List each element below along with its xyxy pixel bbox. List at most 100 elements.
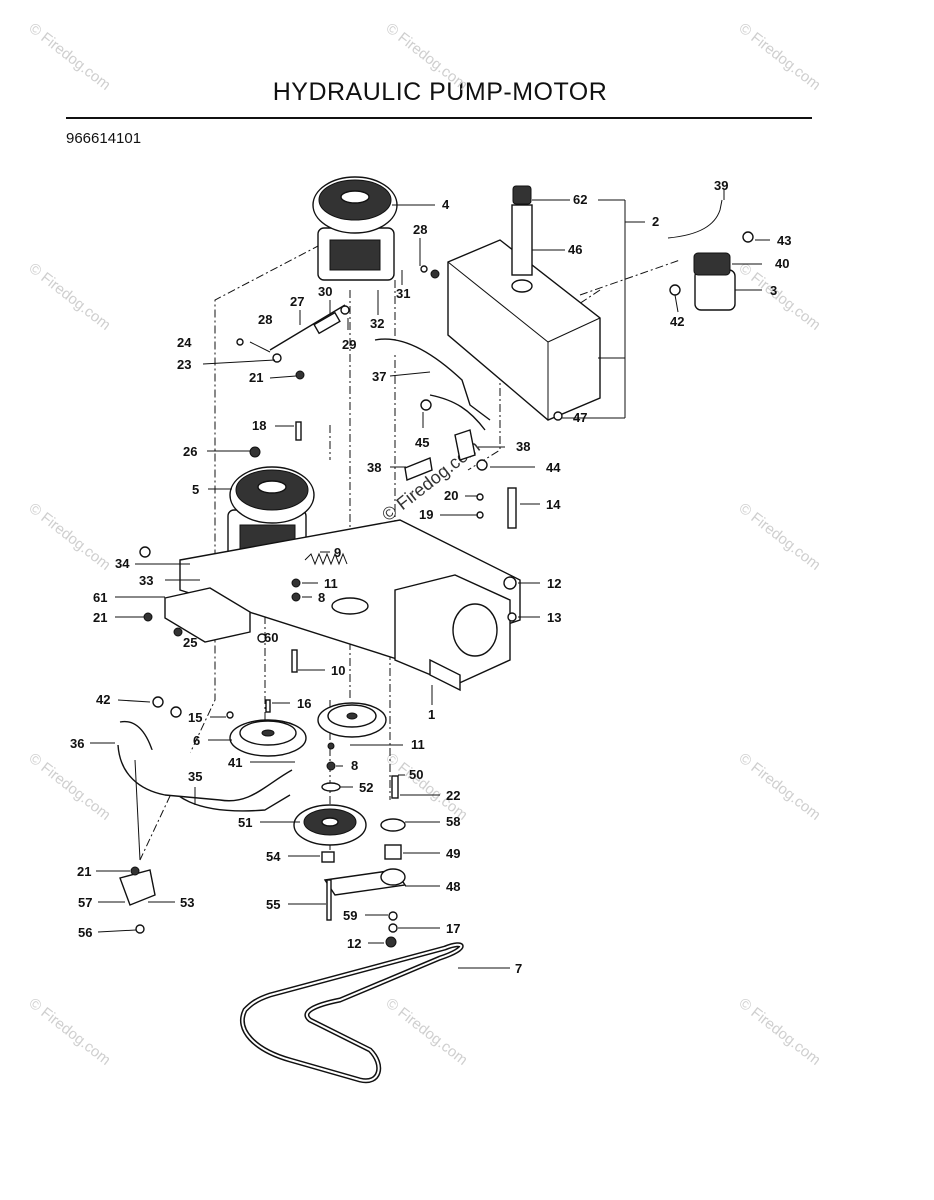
callout-55: 55 bbox=[266, 897, 280, 912]
pulley-hub bbox=[321, 817, 339, 827]
nut-12 bbox=[385, 936, 397, 948]
bolt-18 bbox=[295, 421, 302, 441]
hydraulic-hose-36 bbox=[117, 744, 293, 802]
alignment-line bbox=[139, 244, 321, 861]
callout-22: 22 bbox=[446, 788, 460, 803]
callout-18: 18 bbox=[252, 418, 266, 433]
watermark-text: © Firedog.com bbox=[383, 995, 471, 1069]
frame-cutout bbox=[331, 597, 369, 615]
watermark-text: © Firedog.com bbox=[736, 750, 824, 824]
spacer-13 bbox=[507, 612, 517, 622]
nut-11 bbox=[327, 742, 335, 750]
nut-8 bbox=[291, 592, 301, 602]
tank-edges bbox=[447, 261, 601, 420]
drive-belt-inner bbox=[241, 943, 463, 1082]
callout-29: 29 bbox=[342, 337, 356, 352]
fitting bbox=[170, 706, 182, 718]
watermark-text: © Firedog.com bbox=[383, 20, 471, 94]
callout-3: 3 bbox=[770, 283, 777, 298]
callout-48: 48 bbox=[446, 879, 460, 894]
bolt-55 bbox=[326, 879, 332, 921]
small-hardware bbox=[130, 231, 754, 948]
callout-labels: 4 62 46 2 47 39 43 40 3 42 28 31 30 27 3… bbox=[70, 178, 791, 976]
callout-21a: 21 bbox=[249, 370, 263, 385]
callout-38b: 38 bbox=[516, 439, 530, 454]
callout-11a: 11 bbox=[324, 576, 338, 591]
filter-head bbox=[693, 252, 731, 276]
callout-21b: 21 bbox=[93, 610, 107, 625]
nut-26 bbox=[249, 446, 261, 458]
callout-1: 1 bbox=[428, 707, 435, 722]
mounting-frame bbox=[179, 519, 521, 692]
callout-11b: 11 bbox=[411, 737, 425, 752]
callout-13: 13 bbox=[547, 610, 561, 625]
callout-62: 62 bbox=[573, 192, 587, 207]
callout-31: 31 bbox=[396, 286, 410, 301]
callout-41: 41 bbox=[228, 755, 242, 770]
fitting-42 bbox=[152, 696, 164, 708]
key-15 bbox=[226, 711, 234, 719]
hydraulic-tank bbox=[447, 185, 601, 421]
callout-12b: 12 bbox=[347, 936, 361, 951]
fitting-20 bbox=[476, 493, 484, 501]
callout-51: 51 bbox=[238, 815, 252, 830]
pulley-hub bbox=[346, 712, 358, 720]
spring-9 bbox=[304, 552, 348, 566]
callout-34: 34 bbox=[115, 556, 130, 571]
callout-46: 46 bbox=[568, 242, 582, 257]
frame-opening bbox=[452, 603, 498, 657]
bolt-22 bbox=[391, 775, 399, 799]
callout-53: 53 bbox=[180, 895, 194, 910]
callout-56: 56 bbox=[78, 925, 92, 940]
watermark-text: © Firedog.com bbox=[736, 500, 824, 574]
pulley-hub bbox=[261, 729, 275, 737]
callout-6: 6 bbox=[193, 733, 200, 748]
callout-19: 19 bbox=[419, 507, 433, 522]
idler-arm-bushing bbox=[380, 868, 406, 886]
callout-59: 59 bbox=[343, 908, 357, 923]
bushing-54 bbox=[321, 851, 335, 863]
washer-11 bbox=[291, 578, 301, 588]
callout-58: 58 bbox=[446, 814, 460, 829]
callout-28b: 28 bbox=[413, 222, 427, 237]
fitting-43 bbox=[742, 231, 754, 243]
callout-49: 49 bbox=[446, 846, 460, 861]
filler-collar bbox=[511, 279, 533, 293]
washer-59 bbox=[388, 911, 398, 921]
part-number: 966614101 bbox=[66, 130, 142, 147]
callout-20: 20 bbox=[444, 488, 458, 503]
idler-pulley-51 bbox=[293, 804, 367, 846]
fitting-28 bbox=[420, 265, 428, 273]
fitting-45 bbox=[420, 399, 432, 411]
alignment-line bbox=[579, 259, 681, 296]
frame-foot bbox=[429, 658, 461, 692]
nut-8 bbox=[326, 761, 336, 771]
callout-23: 23 bbox=[177, 357, 191, 372]
nut-21 bbox=[295, 370, 305, 380]
fitting-44 bbox=[476, 459, 488, 471]
callout-36: 36 bbox=[70, 736, 84, 751]
fitting-38 bbox=[404, 457, 433, 481]
nut-25 bbox=[173, 627, 183, 637]
watermark-text: © Firedog.com bbox=[26, 500, 114, 574]
oil-filter-assembly bbox=[667, 199, 736, 311]
callout-60: 60 bbox=[264, 630, 278, 645]
rod-end-30 bbox=[313, 311, 341, 335]
nut bbox=[430, 269, 440, 279]
fitting-60 bbox=[257, 633, 267, 643]
callout-25: 25 bbox=[183, 635, 197, 650]
watermark-text: © Firedog.com bbox=[26, 995, 114, 1069]
callout-9: 9 bbox=[334, 545, 341, 560]
callout-54: 54 bbox=[266, 849, 281, 864]
spacer-58 bbox=[380, 818, 406, 832]
callout-61: 61 bbox=[93, 590, 107, 605]
callout-8a: 8 bbox=[318, 590, 325, 605]
hydraulic-hose bbox=[429, 394, 486, 431]
callout-42b: 42 bbox=[670, 314, 684, 329]
callout-10: 10 bbox=[331, 663, 345, 678]
watermark-text: © Firedog.com bbox=[26, 750, 114, 824]
callout-14: 14 bbox=[546, 497, 561, 512]
callout-15: 15 bbox=[188, 710, 202, 725]
callout-17: 17 bbox=[446, 921, 460, 936]
